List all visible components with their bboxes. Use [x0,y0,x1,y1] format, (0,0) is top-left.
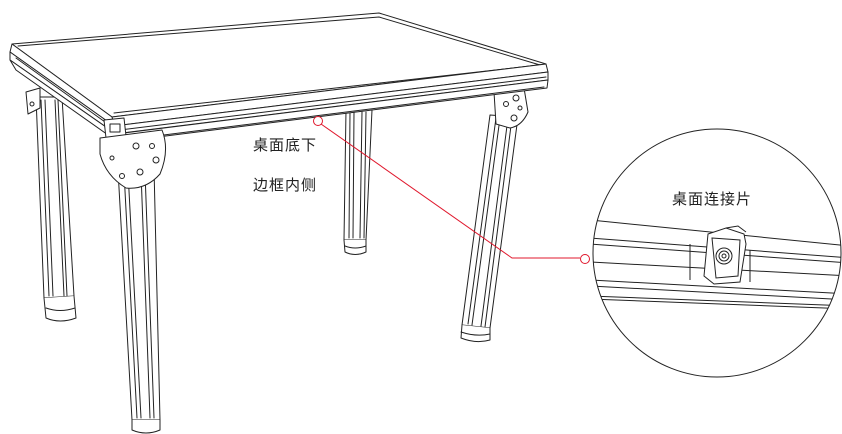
callout-leader [313,116,590,264]
detail-magnifier [592,128,842,378]
leg-front-right [460,87,529,343]
callout-origin-marker [313,116,323,126]
connector-plate [703,227,747,285]
callout-end-marker [580,254,590,264]
leg-back-left [25,87,77,322]
leg-back-right [343,109,373,255]
location-label-line1: 桌面底下 [253,136,318,154]
detail-label: 桌面连接片 [672,190,753,208]
location-label-line2: 边框内侧 [253,176,318,194]
tabletop [9,12,549,143]
leg-front-left [99,129,166,434]
